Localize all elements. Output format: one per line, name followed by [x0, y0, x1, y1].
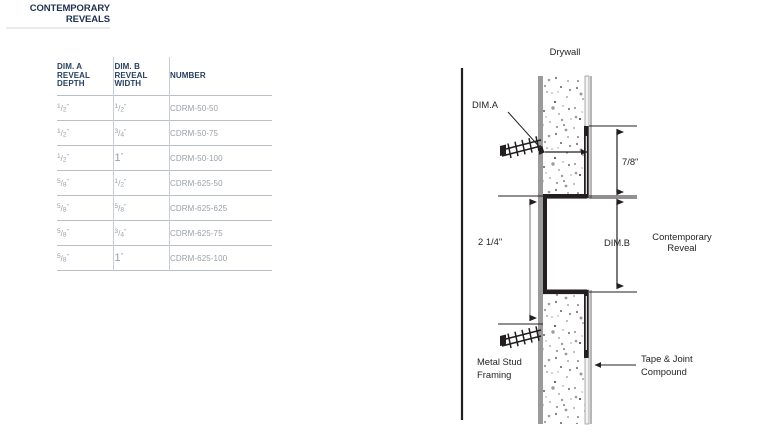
drywall-panel-lower	[543, 290, 585, 424]
table-row: 5/8"1"CDRM-625-100	[57, 245, 272, 271]
leader-line-dima	[507, 111, 545, 153]
column-header-dim-a-line1: DIM. A	[57, 62, 83, 72]
table-row: 5/8"1/2"CDRM-625-50	[57, 170, 272, 196]
column-header-number: NUMBER	[168, 57, 272, 96]
brand-header-line1: CONTEMPORARY	[29, 3, 110, 14]
column-header-dim-b-line2: REVEAL	[114, 70, 148, 80]
column-header-dim-b: DIM. B REVEAL WIDTH	[113, 57, 170, 96]
column-header-dim-b-line1: DIM. B	[114, 62, 140, 72]
cell-dim-a: 5/8"	[57, 195, 114, 221]
cell-dim-a: 5/8"	[57, 245, 114, 271]
screw-lower	[500, 326, 542, 349]
label-tape-joint-line2: Compound	[641, 366, 687, 377]
cell-number: CDRM-625-50	[168, 170, 272, 196]
cell-dim-a: 1/2"	[57, 95, 114, 121]
cell-dim-a: 1/2"	[57, 145, 114, 171]
label-contemporary-reveal-line1: Contemporary	[652, 231, 712, 242]
table-row: 5/8"3/4"CDRM-625-75	[57, 220, 272, 246]
column-header-number-line1: NUMBER	[169, 70, 206, 80]
label-metal-stud-line2: Framing	[477, 369, 511, 380]
label-tape-joint-line1: Tape & Joint	[641, 353, 693, 364]
table-head: DIM. A REVEAL DEPTH DIM. B REVEAL WIDTH …	[57, 57, 272, 96]
reveal-spec-table: DIM. A REVEAL DEPTH DIM. B REVEAL WIDTH …	[57, 57, 272, 271]
dimension-label-dimb: DIM.B	[604, 237, 630, 248]
cell-number: CDRM-625-75	[168, 220, 272, 246]
label-metal-stud-line1: Metal Stud	[477, 356, 522, 367]
screw-upper	[500, 136, 542, 159]
drywall-panel-upper	[543, 76, 585, 198]
cell-dim-b: 1"	[113, 145, 170, 171]
column-header-dim-a-line2: REVEAL	[57, 70, 91, 80]
column-header-dim-a: DIM. A REVEAL DEPTH	[57, 57, 114, 96]
cell-dim-b: 1"	[113, 245, 170, 271]
column-header-dim-b-line3: WIDTH	[114, 79, 142, 89]
reveal-section-drawing: 7/8" DIM.B 2 1/4" DIM.A Drywall Contempo…	[440, 28, 768, 428]
cell-dim-b: 1/2"	[113, 95, 170, 121]
table-row: 1/2"3/4"CDRM-50-75	[57, 120, 272, 146]
label-contemporary-reveal-line2: Reveal	[667, 242, 696, 253]
cell-number: CDRM-625-100	[168, 245, 272, 271]
column-header-dim-a-line3: DEPTH	[57, 79, 85, 89]
cell-number: CDRM-50-100	[168, 145, 272, 171]
label-drywall: Drywall	[550, 46, 581, 57]
reveal-back-leg	[543, 194, 547, 294]
cell-number: CDRM-50-50	[168, 95, 272, 121]
table-row: 1/2"1/2"CDRM-50-50	[57, 95, 272, 121]
cell-number: CDRM-50-75	[168, 120, 272, 146]
cell-dim-a: 5/8"	[57, 170, 114, 196]
brand-header: CONTEMPORARY REVEALS	[6, 3, 110, 29]
brand-header-line2: REVEALS	[65, 13, 110, 25]
table-bottom-rule-cell	[57, 270, 272, 271]
cell-number: CDRM-625-625	[168, 195, 272, 221]
table-bottom-rule	[57, 270, 272, 271]
table-row: 5/8"5/8"CDRM-625-625	[57, 195, 272, 221]
table-header-row: DIM. A REVEAL DEPTH DIM. B REVEAL WIDTH …	[57, 57, 272, 96]
cell-dim-a: 5/8"	[57, 220, 114, 246]
table-row: 1/2"1"CDRM-50-100	[57, 145, 272, 171]
dimension-label-dima: DIM.A	[472, 99, 499, 110]
cell-dim-a: 1/2"	[57, 120, 114, 146]
cell-dim-b: 5/8"	[113, 195, 170, 221]
reveal-lower-flange	[543, 289, 587, 295]
reveal-upper-flange	[543, 194, 587, 199]
dimension-label-78: 7/8"	[622, 156, 638, 167]
dimension-label-214: 2 1/4"	[478, 236, 502, 247]
cell-dim-b: 3/4"	[113, 120, 170, 146]
cell-dim-b: 1/2"	[113, 170, 170, 196]
cell-dim-b: 3/4"	[113, 220, 170, 246]
metal-stud-framing-face	[538, 76, 543, 424]
